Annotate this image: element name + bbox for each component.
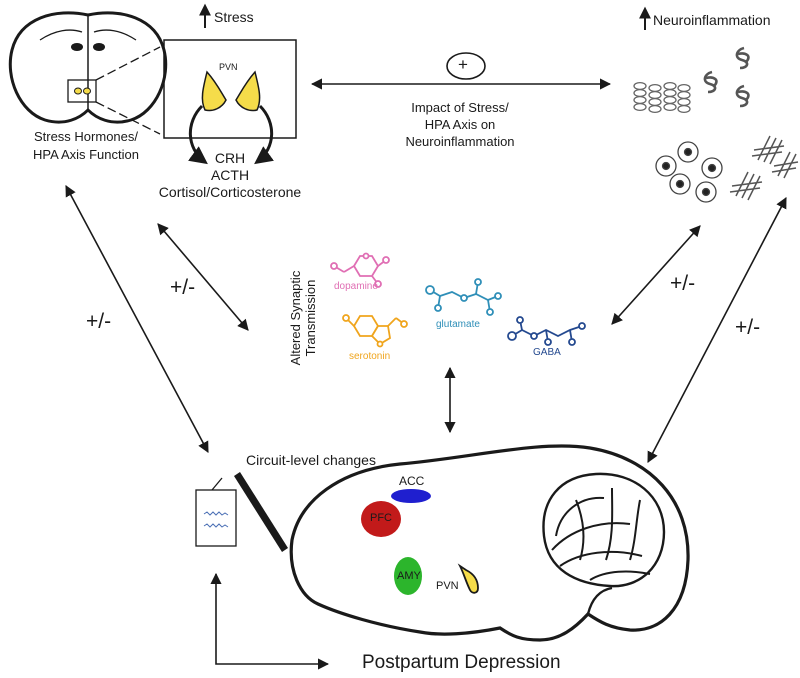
- pvn-right-nucleus: [235, 70, 261, 112]
- hormones-line-2: HPA Axis Function: [33, 147, 139, 162]
- neuroinflammation-label: Neuroinflammation: [653, 12, 771, 28]
- gaba-label: GABA: [533, 347, 561, 358]
- pvn-region: [457, 563, 479, 594]
- stress-label: Stress: [214, 9, 254, 25]
- relation-neuro-circuit: +/-: [735, 316, 761, 339]
- serotonin-label: serotonin: [349, 351, 391, 362]
- pvn-brain-label: PVN: [436, 580, 459, 592]
- gaba-molecule-icon: [507, 316, 586, 346]
- cascade-arrow-right: [254, 104, 274, 165]
- hpa-cascade: CRH ACTH Cortisol/Corticosterone: [130, 150, 330, 200]
- impact-label: Impact of Stress/ HPA Axis on Neuroinfla…: [370, 100, 550, 149]
- pfc-region: [361, 501, 401, 537]
- sagittal-brain: [289, 444, 690, 642]
- cascade-cortisol: Cortisol/Corticosterone: [158, 184, 302, 200]
- relation-hpa-synaptic: +/-: [170, 276, 196, 299]
- acc-region: [391, 489, 431, 503]
- hormones-line-1: Stress Hormones/: [33, 129, 139, 144]
- cytokine-marks-icon: [729, 135, 799, 201]
- cascade-arrow-left: [188, 104, 208, 165]
- impact-line-2: HPA Axis on: [424, 117, 496, 132]
- positive-relation-oval: [446, 52, 486, 80]
- dopamine-molecule-icon: [330, 252, 390, 288]
- synaptic-title: Altered Synaptic Transmission: [288, 263, 318, 373]
- microglia-cluster-icon: [633, 81, 691, 114]
- synaptic-title-line-1: Altered Synaptic: [288, 270, 303, 366]
- amy-label: AMY: [397, 570, 421, 582]
- immune-cells-icon: [655, 141, 723, 203]
- serotonin-molecule-icon: [342, 314, 408, 348]
- glutamate-molecule-icon: [425, 278, 502, 316]
- synaptic-title-line-2: Transmission: [303, 279, 318, 357]
- pvn-left-nucleus: [201, 70, 227, 112]
- hormones-label: Stress Hormones/ HPA Axis Function: [0, 129, 178, 162]
- relation-neuro-synaptic: +/-: [670, 272, 696, 295]
- pvn-inset-box: [163, 39, 297, 139]
- cascade-acth: ACTH: [210, 167, 250, 183]
- glutamate-label: glutamate: [436, 319, 480, 330]
- monitor-lead: [211, 477, 223, 491]
- impact-line-3: Neuroinflammation: [405, 134, 515, 149]
- impact-line-1: Impact of Stress/: [411, 100, 509, 115]
- hpa-circuit-arrow: [65, 185, 209, 453]
- acc-label: ACC: [399, 474, 425, 488]
- positive-symbol: +: [458, 55, 468, 74]
- recording-electrode: [234, 472, 288, 552]
- coronal-brain-section: [8, 11, 168, 124]
- relation-hpa-circuit: +/-: [86, 310, 112, 333]
- pfc-label: PFC: [370, 512, 392, 524]
- circuit-outcome-arrow: [210, 572, 330, 670]
- zoom-line-top: [95, 46, 161, 81]
- pvn-inset-label: PVN: [219, 62, 238, 72]
- neuroinflammation-circuit-arrow: [647, 197, 787, 463]
- trace-lower: [203, 523, 229, 528]
- outcome-label: Postpartum Depression: [362, 652, 561, 673]
- cascade-crh: CRH: [214, 150, 246, 166]
- activated-glia-icon: [703, 46, 750, 108]
- dopamine-label: dopamine: [334, 281, 378, 292]
- circuit-changes-label: Circuit-level changes: [246, 452, 376, 468]
- zoom-line-bottom: [95, 101, 161, 135]
- trace-upper: [203, 511, 229, 516]
- amy-region: [394, 557, 422, 595]
- recording-monitor: [195, 489, 237, 547]
